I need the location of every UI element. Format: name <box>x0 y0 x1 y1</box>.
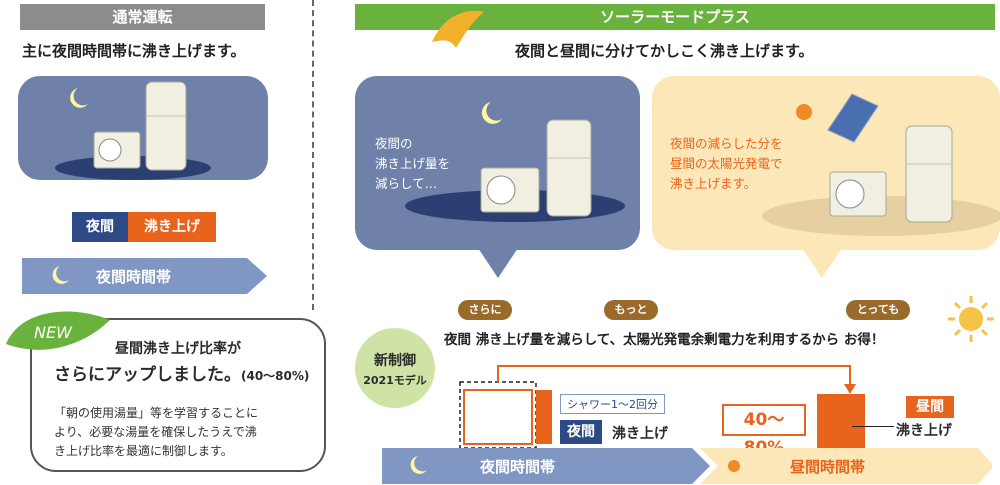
night-tag-bottom: 夜間 <box>560 420 602 444</box>
sun-icon <box>796 104 812 120</box>
solar-panel <box>827 93 879 143</box>
moon-icon <box>70 88 88 108</box>
normal-subtitle: 主に夜間時間帯に沸き上げます。 <box>22 42 246 60</box>
night-boil-label: 沸き上げ <box>612 426 668 442</box>
night-scene: 夜間の 沸き上げ量を 減らして… <box>355 76 640 250</box>
bubble-sarani: さらに <box>458 300 512 320</box>
new-control-badge: 新制御 2021モデル <box>355 328 435 408</box>
new-title-1: 昼間沸き上げ比率が <box>115 341 241 357</box>
day-boil-label: 沸き上げ <box>896 423 952 439</box>
solar-subtitle: 夜間と昼間に分けてかしこく沸き上げます。 <box>515 42 814 60</box>
new-feature-box: 昼間沸き上げ比率が さらにアップしました。(40～80%) 「朝の使用湯量」等を… <box>30 318 326 472</box>
night-illustration <box>55 81 211 180</box>
night-band-label: 夜間時間帯 <box>96 268 172 286</box>
bubble-tottemo: とっても <box>846 300 910 320</box>
divider <box>312 0 314 310</box>
day-text: 夜間の減らした分を 昼間の太陽光発電で 沸き上げます。 <box>670 136 783 191</box>
bird-icon <box>432 10 484 49</box>
night-band-left: 夜間時間帯 <box>22 258 267 294</box>
moon-icon <box>52 266 69 284</box>
shift-diagram <box>459 365 865 449</box>
sun-icon <box>728 460 740 472</box>
night-band-label-bottom: 夜間時間帯 <box>480 458 556 476</box>
sentence: 夜間 沸き上げ量を減らして、太陽光発電余剰電力を利用するから お得！ <box>444 332 885 348</box>
new-leaf-badge: NEW <box>6 311 110 350</box>
day-tag-bottom: 昼間 <box>906 396 954 418</box>
time-bands <box>382 448 992 484</box>
sun-icon <box>948 296 994 342</box>
new-title-2: さらにアップしました。(40～80%) <box>54 365 310 385</box>
normal-operation-header: 通常運転 <box>20 4 265 30</box>
night-tag: 夜間 <box>72 212 128 242</box>
new-badge-text: NEW <box>34 323 73 342</box>
new-body: 「朝の使用湯量」等を学習することに より、必要な湯量を確保したうえで沸 き上げ比… <box>54 406 259 458</box>
bubble-motto: もっと <box>604 300 658 320</box>
night-text: 夜間の 沸き上げ量を 減らして… <box>375 136 451 191</box>
ratio-label: 40～80% <box>722 404 806 458</box>
shower-label: シャワー1～2回分 <box>560 394 665 414</box>
moon-icon <box>481 102 502 124</box>
boil-tag: 沸き上げ <box>128 212 216 242</box>
day-band-label-bottom: 昼間時間帯 <box>790 458 866 476</box>
day-scene: 夜間の減らした分を 昼間の太陽光発電で 沸き上げます。 <box>652 76 1000 250</box>
night-scene-small <box>18 76 268 180</box>
moon-icon <box>410 456 427 474</box>
